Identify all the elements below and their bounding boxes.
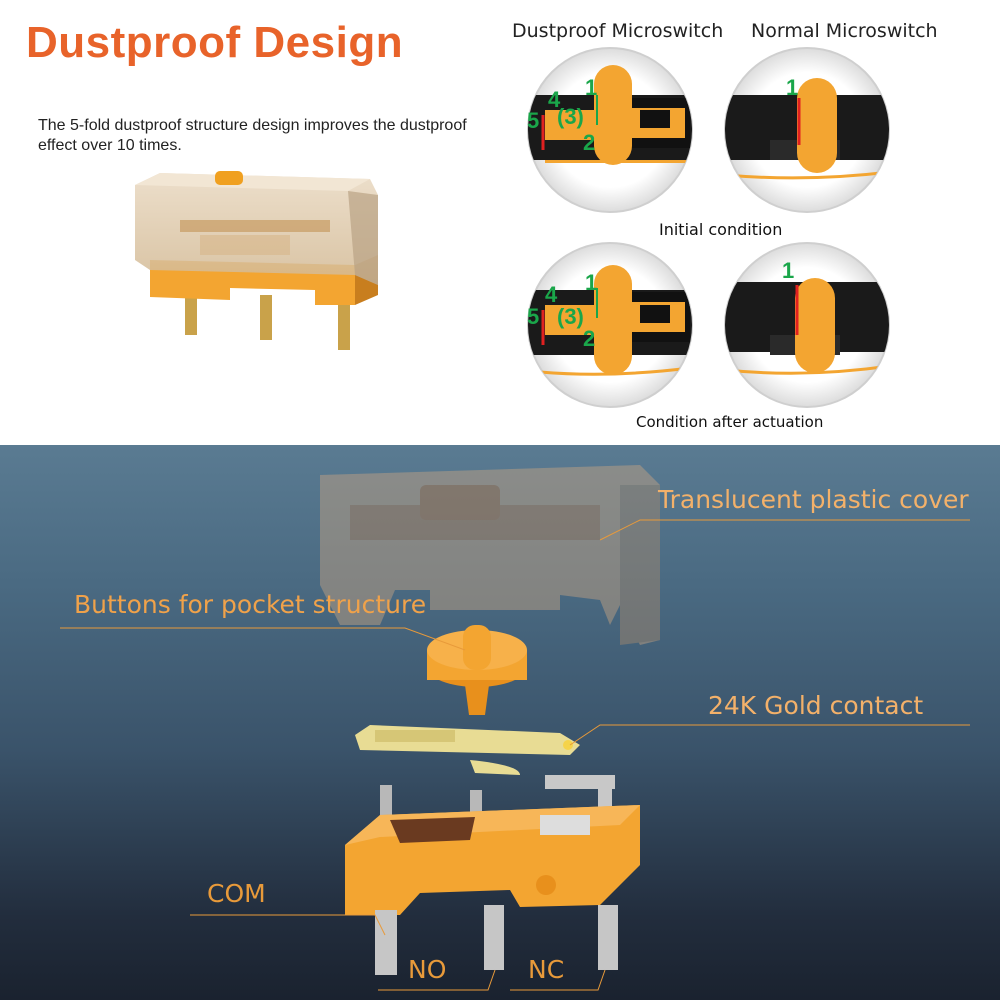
microswitch-product-image — [135, 171, 378, 350]
marker-5-dustproof-initial: 5 — [527, 108, 539, 133]
comparison-circles: 1 4 5 (3) 2 1 1 4 5 (3) 2 1 — [527, 47, 890, 408]
pocket-button — [427, 625, 527, 715]
gold-contact-label: 24K Gold contact — [708, 691, 924, 720]
no-terminal-label: NO — [408, 955, 447, 984]
translucent-cover-label: Translucent plastic cover — [658, 485, 969, 514]
after-actuation-caption: Condition after actuation — [636, 413, 824, 431]
page-title: Dustproof Design — [26, 18, 404, 67]
normal-initial-circle — [724, 47, 890, 213]
marker-4-dustproof-actuated: 4 — [545, 282, 558, 307]
initial-condition-caption: Initial condition — [659, 220, 783, 239]
top-panel: Dustproof Design The 5-fold dustproof st… — [0, 0, 1000, 445]
exploded-view-panel: Translucent plastic cover Buttons for po… — [0, 445, 1000, 1000]
feature-description: The 5-fold dustproof structure design im… — [38, 117, 467, 154]
marker-3-dustproof-actuated: (3) — [557, 304, 584, 329]
dustproof-initial-circle — [527, 47, 693, 213]
switch-base — [345, 775, 640, 975]
marker-4-dustproof-initial: 4 — [548, 87, 561, 112]
marker-2-dustproof-initial: 2 — [583, 130, 595, 155]
marker-1-normal-initial: 1 — [786, 75, 798, 100]
marker-1-dustproof-actuated: 1 — [585, 270, 597, 295]
normal-column-heading: Normal Microswitch — [751, 20, 938, 42]
marker-2-dustproof-actuated: 2 — [583, 326, 595, 351]
nc-terminal-label: NC — [528, 955, 565, 984]
dustproof-actuated-circle — [527, 242, 693, 408]
pocket-button-label: Buttons for pocket structure — [74, 590, 427, 619]
dustproof-column-heading: Dustproof Microswitch — [512, 20, 724, 42]
marker-1-dustproof-initial: 1 — [585, 75, 597, 100]
com-terminal-label: COM — [207, 879, 266, 908]
exploded-view-illustration — [60, 465, 970, 991]
marker-5-dustproof-actuated: 5 — [527, 304, 539, 329]
gold-contact-leaf — [355, 725, 580, 775]
normal-actuated-circle — [724, 242, 890, 408]
marker-1-normal-actuated: 1 — [782, 258, 794, 283]
marker-3-dustproof-initial: (3) — [557, 104, 584, 129]
